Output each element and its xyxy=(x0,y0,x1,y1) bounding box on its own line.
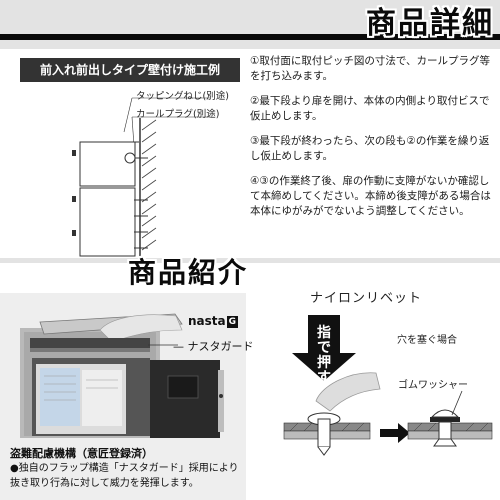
brand-badge: G xyxy=(226,316,239,328)
mailbox-side xyxy=(79,141,139,257)
feature-title: 盗難配慮機構（意匠登録済） xyxy=(10,447,153,460)
push-arrow-icon xyxy=(292,315,356,381)
arrow-right-icon xyxy=(380,423,410,443)
install-step-1: ①取付面に取付ピッチ図の寸法で、カールプラグ等を打ち込みます。 xyxy=(250,55,490,82)
brand-name: nasta xyxy=(188,314,226,328)
washer-label: ゴムワッシャー xyxy=(398,380,468,391)
screw-label: タッピングねじ(別途) xyxy=(136,91,229,102)
wall-hatch xyxy=(139,118,158,258)
hole-label: 穴を塞ぐ場合 xyxy=(397,335,457,346)
mailbox-photo xyxy=(20,313,224,438)
diagram-caption: 前入れ前出しタイプ壁付け施工例 xyxy=(20,58,240,82)
page-title: 商品詳細 xyxy=(366,6,494,41)
intro-band xyxy=(0,258,500,263)
intro-title: 商品紹介 xyxy=(128,256,249,289)
wall-mount-diagram xyxy=(72,97,210,258)
guard-label: — ナスタガード xyxy=(173,340,254,353)
rivet-diagram xyxy=(283,315,493,456)
finger-icon xyxy=(315,372,381,412)
header-band xyxy=(0,0,500,49)
install-step-3: ③最下段が終わったら、次の段も②の作業を繰り返し仮止めします。 xyxy=(250,135,490,162)
header-rule xyxy=(0,34,500,40)
install-step-4: ④③の作業終了後、扉の作動に支障がないか確認して本締めしてください。本締め後支障… xyxy=(250,175,491,217)
press-label: 指で押す xyxy=(317,325,331,386)
feature-description: ●独自のフラップ構造「ナスタガード」採用により抜き取り行為に対して威力を発揮しま… xyxy=(10,463,239,489)
install-step-2: ②最下段より扉を開け、本体の内側より取付ビスで仮止めします。 xyxy=(250,95,490,122)
rivet-title: ナイロンリベット xyxy=(310,291,423,306)
plug-label: カールプラグ(別途) xyxy=(136,109,220,120)
